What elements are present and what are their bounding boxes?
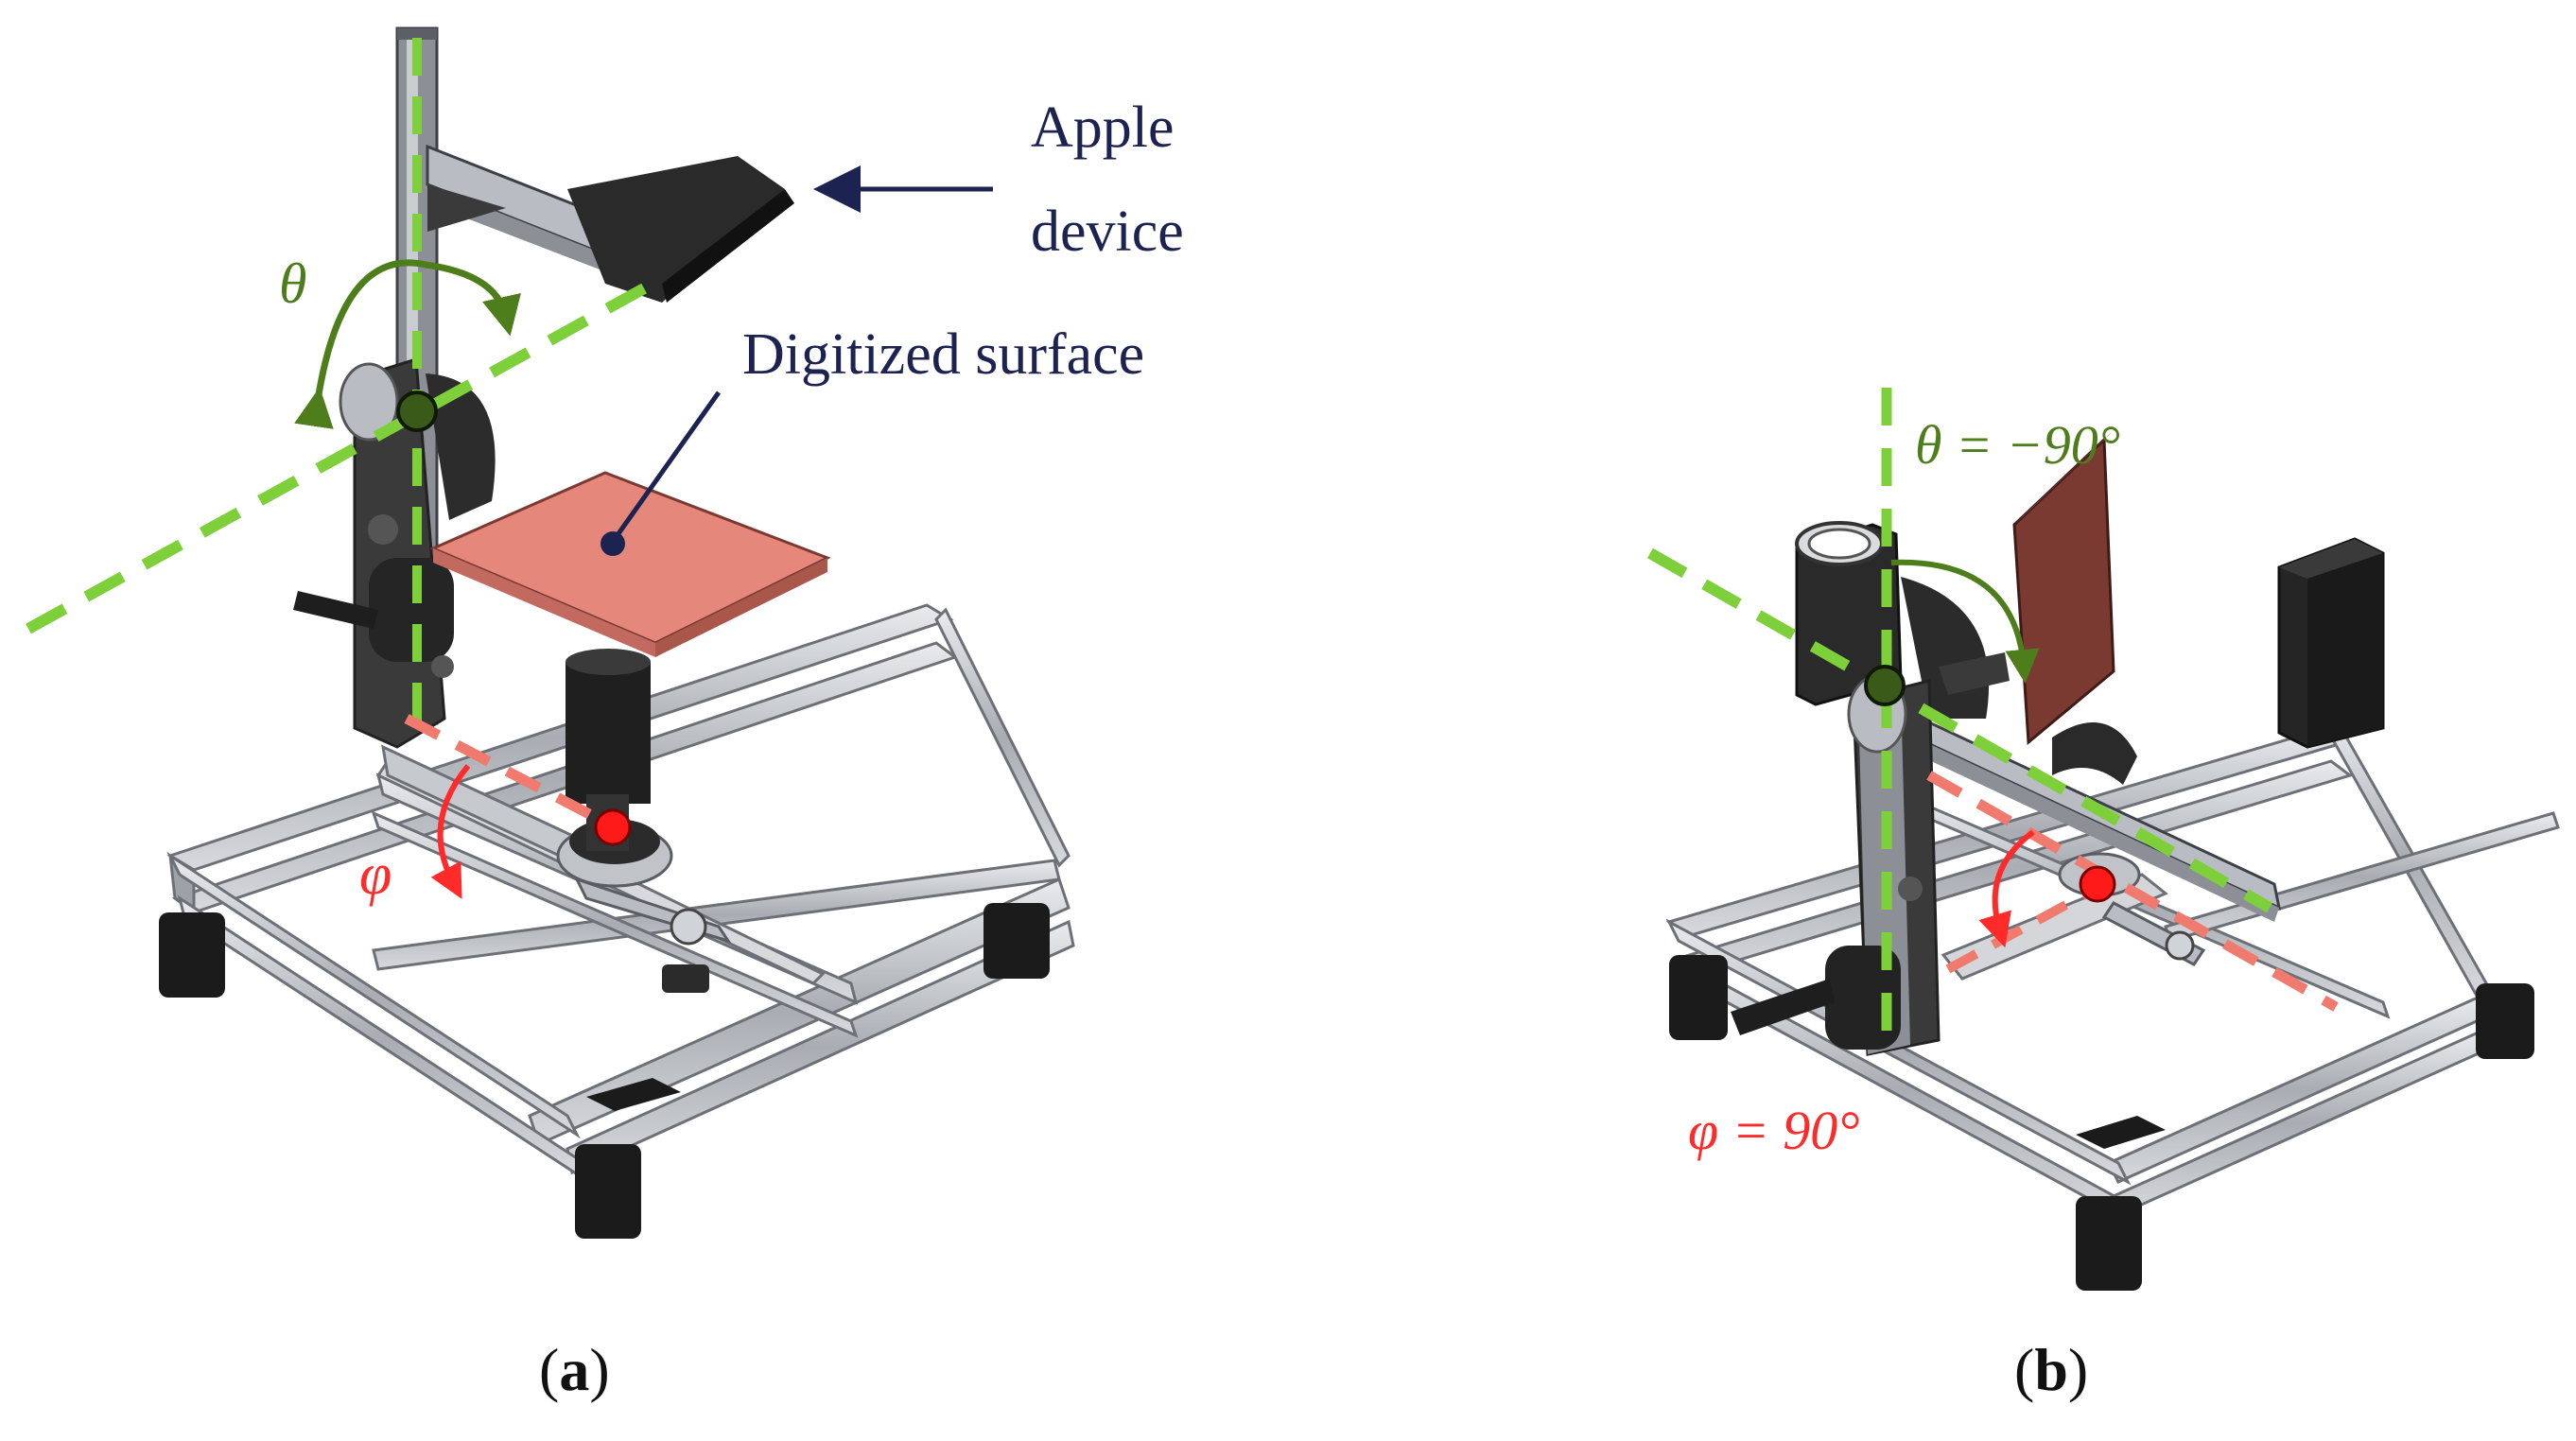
- feet-a: [159, 903, 1050, 1239]
- theta-label-b: θ = −90°: [1915, 414, 2120, 476]
- apple-device-label-line2: device: [1031, 200, 1184, 264]
- digitized-surface-leader: [612, 391, 722, 541]
- panel-b: θ = −90° φ = 90° (b): [1647, 388, 2560, 1403]
- phi-label-a: φ: [359, 842, 392, 907]
- phi-axis-rotated-b: [1945, 879, 2107, 974]
- panel-a: θ φ Apple device Digitized surface (a): [26, 26, 1184, 1403]
- caption-b: (b): [2014, 1336, 2088, 1403]
- feet-b: [1669, 955, 2534, 1291]
- phi-pivot-a: [594, 808, 632, 846]
- phi-arrow-a: [430, 764, 471, 899]
- digitized-surface-a: [429, 471, 831, 657]
- lower-arm-a: [375, 744, 826, 993]
- phi-axis-b: [1926, 771, 2339, 1012]
- theta-axis-diagonal-a: [26, 278, 655, 634]
- phi-pivot-b: [2079, 865, 2116, 903]
- base-frame-b: [1665, 716, 2560, 1223]
- theta-pivot-b: [1864, 665, 1906, 706]
- digitized-surface-dot: [600, 531, 625, 556]
- phi-arrow-b: [1978, 829, 2035, 948]
- caption-a: (a): [539, 1336, 610, 1403]
- theta-arrow-b: [1890, 559, 2040, 684]
- theta-axis-diagonal-b: [1647, 547, 2272, 913]
- apple-device-label-line1: Apple: [1031, 95, 1175, 160]
- theta-arrow-a: [294, 259, 521, 429]
- column-a: [293, 26, 794, 749]
- theta-label-a: θ: [279, 252, 306, 315]
- theta-pivot-a: [396, 391, 438, 432]
- phi-label-b: φ = 90°: [1688, 1100, 1859, 1161]
- digitized-surface-b: [2012, 430, 2137, 785]
- phi-axis-a: [404, 714, 618, 832]
- digitized-surface-label: Digitized surface: [742, 322, 1144, 387]
- phone-holder-b: [2277, 537, 2385, 749]
